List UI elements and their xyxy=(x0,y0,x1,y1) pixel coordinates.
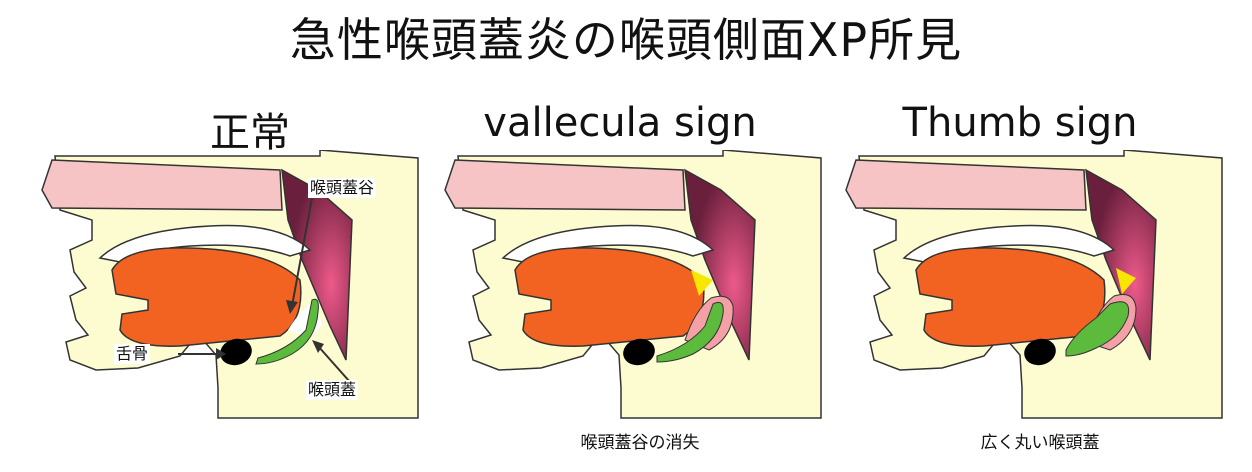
panel-heading-vallecula-sign: vallecula sign xyxy=(483,100,757,146)
label-vallecula: 喉頭蓋谷 xyxy=(308,178,377,198)
lateral-neck-diagram-vallecula-sign xyxy=(444,150,822,419)
palate xyxy=(444,159,686,211)
page-title: 急性喉頭蓋炎の喉頭側面XP所見 xyxy=(289,13,963,67)
pharynx xyxy=(684,168,756,361)
epiglottis-shape xyxy=(255,298,319,365)
epiglottis-shape xyxy=(1065,301,1130,357)
label-hyoid: 舌骨 xyxy=(114,344,151,364)
hyoid-bone xyxy=(1024,338,1056,366)
vallecula-pointer xyxy=(291,197,313,307)
vallecula-arrowhead xyxy=(286,300,298,314)
yellow-marker xyxy=(691,270,713,296)
hyoid-bone xyxy=(220,338,252,366)
tongue xyxy=(915,247,1106,347)
hyoid-bone xyxy=(623,338,655,366)
yellow-marker xyxy=(1116,268,1136,294)
tongue xyxy=(514,247,705,347)
panel-heading-thumb-sign: Thumb sign xyxy=(902,100,1138,146)
pharynx xyxy=(1085,168,1157,361)
label-epiglottis: 喉頭蓋 xyxy=(306,380,359,400)
palate xyxy=(41,159,283,211)
tongue xyxy=(111,247,302,347)
panel-heading-normal: 正常 xyxy=(210,110,290,156)
hyoid-arrowhead xyxy=(216,348,226,360)
lateral-neck-diagram-thumb-sign xyxy=(845,150,1223,419)
caption-thumb-sign: 広く丸い喉頭蓋 xyxy=(980,433,1100,453)
palate xyxy=(845,159,1087,211)
epiglottis-pointer xyxy=(317,345,351,383)
caption-vallecula-sign: 喉頭蓋谷の消失 xyxy=(580,433,700,453)
epiglottis-arrowhead xyxy=(312,340,324,353)
epiglottis-shape xyxy=(656,301,724,363)
